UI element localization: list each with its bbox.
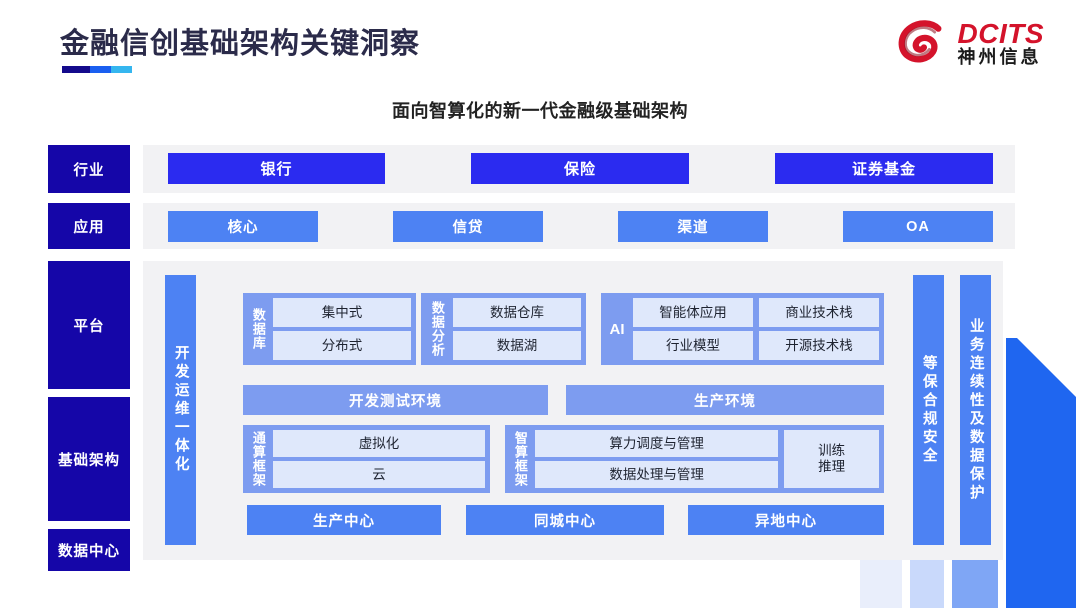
- cell-data-warehouse[interactable]: 数据仓库: [453, 298, 581, 327]
- rail-label-datacenter: 数据中心: [48, 529, 130, 571]
- cell-agent-application[interactable]: 智能体应用: [633, 298, 753, 327]
- group-ai-compute-framework[interactable]: 智算框架 算力调度与管理 数据处理与管理 训练 推理: [505, 425, 884, 493]
- rail-label-infrastructure: 基础架构: [48, 397, 130, 521]
- group-general-compute-body: 虚拟化 云: [273, 430, 485, 488]
- cell-data-lake[interactable]: 数据湖: [453, 331, 581, 360]
- environment-production[interactable]: 生产环境: [566, 385, 884, 415]
- group-ai-column-left: 智能体应用 行业模型: [633, 298, 753, 360]
- application-item-channel[interactable]: 渠道: [618, 211, 768, 242]
- group-general-compute-title: 通算框架: [250, 431, 266, 487]
- group-ai-column-right: 商业技术栈 开源技术栈: [759, 298, 879, 360]
- group-ai-compute-column-side: 训练 推理: [784, 430, 879, 488]
- rail-label-application: 应用: [48, 203, 130, 249]
- group-database[interactable]: 数据库 集中式 分布式: [243, 293, 416, 365]
- cell-compute-scheduling[interactable]: 算力调度与管理: [535, 430, 779, 457]
- cell-commercial-stack[interactable]: 商业技术栈: [759, 298, 879, 327]
- cell-distributed[interactable]: 分布式: [273, 331, 411, 360]
- industry-item-securities[interactable]: 证券基金: [775, 153, 993, 184]
- group-database-body: 集中式 分布式: [273, 298, 411, 360]
- group-general-compute-framework[interactable]: 通算框架 虚拟化 云: [243, 425, 490, 493]
- industry-item-bank[interactable]: 银行: [168, 153, 385, 184]
- datacenter-same-city[interactable]: 同城中心: [466, 505, 664, 535]
- cell-centralized[interactable]: 集中式: [273, 298, 411, 327]
- swirl-logo-mark: [898, 20, 941, 63]
- business-continuity-vertical-bar[interactable]: 业务连续性及数据保护: [960, 275, 991, 545]
- compliance-security-vertical-bar[interactable]: 等保合规安全: [913, 275, 944, 545]
- cell-industry-model[interactable]: 行业模型: [633, 331, 753, 360]
- group-database-title: 数据库: [250, 308, 266, 350]
- cell-opensource-stack[interactable]: 开源技术栈: [759, 331, 879, 360]
- rail-label-platform: 平台: [48, 261, 130, 389]
- application-item-credit[interactable]: 信贷: [393, 211, 543, 242]
- application-item-oa[interactable]: OA: [843, 211, 993, 242]
- group-ai-body: 智能体应用 行业模型 商业技术栈 开源技术栈: [633, 298, 879, 360]
- logo-text-en: DCITS: [957, 17, 1044, 49]
- datacenter-production[interactable]: 生产中心: [247, 505, 441, 535]
- group-analytics-title: 数据分析: [429, 301, 445, 357]
- cell-cloud[interactable]: 云: [273, 461, 485, 488]
- group-ai-compute-body: 算力调度与管理 数据处理与管理 训练 推理: [535, 430, 879, 488]
- cell-training-inference[interactable]: 训练 推理: [784, 430, 879, 488]
- datacenter-remote[interactable]: 异地中心: [688, 505, 884, 535]
- group-data-analytics[interactable]: 数据分析 数据仓库 数据湖: [421, 293, 586, 365]
- group-analytics-body: 数据仓库 数据湖: [453, 298, 581, 360]
- group-ai-title: AI: [609, 320, 625, 338]
- brand-logo: DCITS 神州信息: [896, 16, 1045, 70]
- group-ai[interactable]: AI 智能体应用 行业模型 商业技术栈 开源技术栈: [601, 293, 884, 365]
- group-ai-compute-column-main: 算力调度与管理 数据处理与管理: [535, 430, 779, 488]
- industry-item-insurance[interactable]: 保险: [471, 153, 689, 184]
- page-title: 金融信创基础架构关键洞察: [60, 28, 421, 60]
- title-underline-rule: [62, 66, 132, 73]
- environment-dev-test[interactable]: 开发测试环境: [243, 385, 548, 415]
- subtitle: 面向智算化的新一代金融级基础架构: [392, 101, 688, 121]
- cell-data-processing[interactable]: 数据处理与管理: [535, 461, 779, 488]
- logo-text-cn: 神州信息: [957, 47, 1042, 68]
- rail-label-industry: 行业: [48, 145, 130, 193]
- application-item-core[interactable]: 核心: [168, 211, 318, 242]
- cell-virtualization[interactable]: 虚拟化: [273, 430, 485, 457]
- group-ai-compute-title: 智算框架: [512, 431, 528, 487]
- devops-vertical-bar[interactable]: 开发运维一体化: [165, 275, 196, 545]
